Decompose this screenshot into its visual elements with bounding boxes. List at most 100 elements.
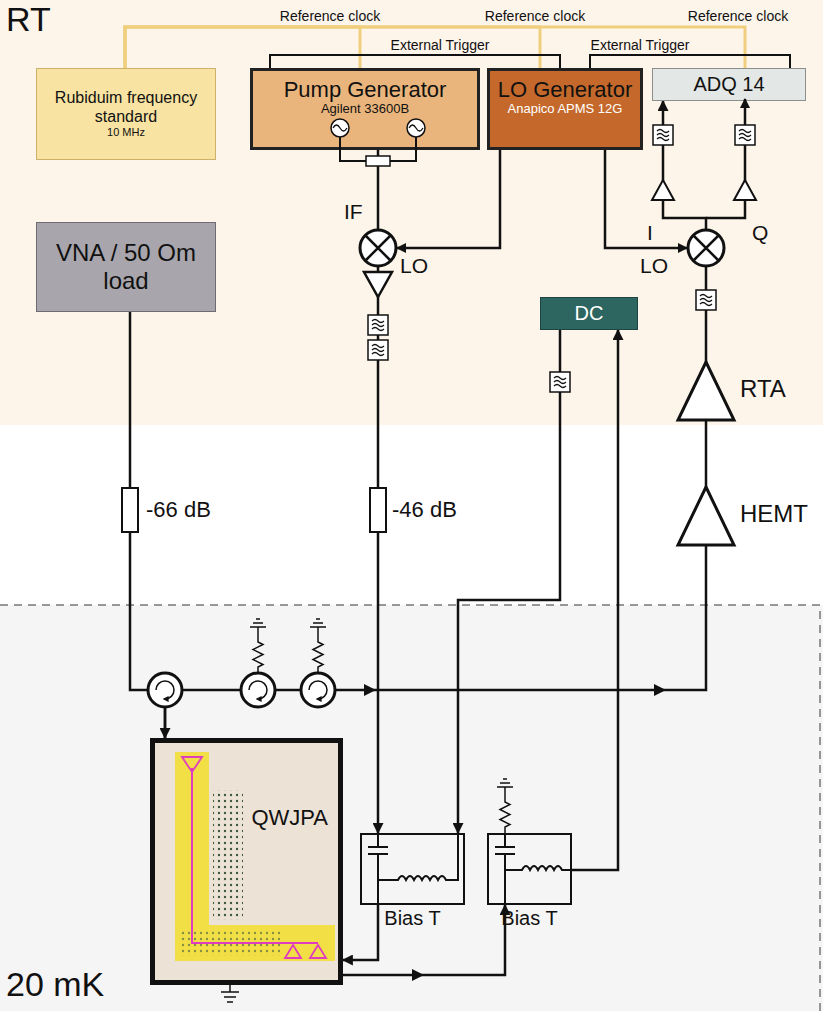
connection-label: External Trigger [391, 37, 490, 53]
direction-arrow [364, 684, 666, 696]
signal-line [125, 27, 360, 68]
sine-source [409, 125, 423, 131]
chip-layout [192, 768, 318, 943]
node-subtitle: Agilent 33600B [321, 102, 409, 117]
node-title: LO Generator [498, 77, 633, 102]
mixer-symbol [693, 235, 719, 261]
sine-source [331, 119, 349, 137]
text-holder: ADQ 14 [693, 73, 764, 96]
edge-label-holder: Reference clock [688, 7, 788, 25]
node-subtitle: 10 MHz [107, 126, 145, 139]
lo-generator-box: LO GeneratorAnapico APMS 12G [487, 68, 643, 150]
label-holder: Q [752, 221, 768, 245]
ground-symbol [221, 992, 239, 1002]
signal-label: I [647, 221, 653, 244]
text-holder: DC [575, 302, 604, 325]
label-holder: RTA [740, 375, 786, 403]
rf-line [165, 101, 706, 738]
text-holder: Bias T [501, 907, 557, 930]
bias-tee-internals [378, 833, 458, 880]
rf-line [572, 330, 618, 870]
pump-generator-box: Pump GeneratorAgilent 33600B [250, 68, 480, 150]
bias-tee-box: Bias T [360, 833, 465, 905]
power-combiner [366, 156, 390, 166]
filter-symbol [735, 125, 755, 145]
region-label: RT [6, 0, 51, 38]
label-holder: IF [344, 200, 363, 224]
connection-label: Reference clock [688, 8, 788, 24]
text-holder: LO Generator [498, 77, 633, 102]
mixer-symbol [360, 230, 396, 266]
signal-label: Q [752, 221, 768, 244]
termination-resistor [313, 635, 323, 673]
attenuator-symbol [370, 488, 386, 532]
termination-resistor [253, 635, 263, 673]
text-holder: 10 MHz [107, 126, 145, 139]
sine-source [333, 125, 347, 131]
digitizer-box: ADQ 14 [652, 68, 806, 101]
attenuation-label: -66 dB [146, 497, 211, 522]
port-label: LO [640, 254, 668, 277]
amplifier-label: RTA [740, 375, 786, 402]
node-title: ADQ 14 [693, 73, 764, 96]
label-holder: HEMT [740, 500, 808, 528]
node-title: QWJPA [251, 805, 328, 830]
rf-line [343, 905, 378, 960]
circulator-symbol [241, 673, 275, 707]
termination-resistor [500, 795, 510, 833]
node-title: Bias T [384, 907, 440, 930]
node-title: VNA / 50 Om load [45, 239, 207, 294]
filter-symbol [368, 340, 388, 360]
frequency-standard-box: Rubiduim frequency standard10 MHz [36, 68, 216, 160]
node-subtitle: Anapico APMS 12G [508, 102, 623, 117]
room-temperature-region [0, 0, 823, 425]
ground-symbol [497, 779, 513, 795]
circulator-symbol [148, 673, 182, 707]
ground-symbol [310, 619, 326, 635]
bias-tee-internals [368, 833, 572, 905]
label-holder: 20 mK [6, 965, 104, 1004]
amplifier-symbol [734, 180, 756, 200]
dc-source-box: DC [540, 297, 638, 330]
sine-source [331, 119, 425, 137]
text-holder: Bias T [384, 907, 440, 930]
node-title: Rubiduim frequency standard [43, 89, 209, 126]
node-title: Pump Generator [284, 77, 447, 102]
connection-label: External Trigger [591, 37, 690, 53]
signal-line [590, 55, 790, 68]
lo-wire [605, 150, 687, 248]
mixer-symbol [688, 230, 724, 266]
text-holder: Pump Generator [284, 77, 447, 102]
text-holder: Agilent 33600B [321, 102, 409, 117]
rf-line [343, 905, 505, 975]
text-holder: Anapico APMS 12G [508, 102, 623, 117]
chip-layout [182, 757, 326, 958]
edge-label-holder: Reference clock [485, 7, 585, 25]
label-holder: -66 dB [146, 497, 211, 522]
port-label: LO [400, 254, 428, 277]
filter-symbol [696, 290, 716, 310]
attenuator-symbol [122, 488, 138, 532]
node-title: Bias T [501, 907, 557, 930]
ground-symbol [229, 985, 231, 992]
filter-symbol [368, 315, 388, 335]
cryostat-region [0, 605, 823, 1011]
vna-box: VNA / 50 Om load [36, 222, 216, 312]
bias-tee-internals [505, 866, 572, 870]
edge-label-holder: External Trigger [391, 36, 490, 54]
circulator-symbol [301, 673, 335, 707]
amplifier-symbol [652, 180, 674, 200]
label-holder: LO [400, 254, 428, 278]
chip-layout [213, 790, 243, 920]
mixer-symbol [688, 230, 724, 266]
amplifier-symbol [364, 272, 392, 297]
ground-symbol [250, 619, 266, 635]
mixer-symbol [365, 235, 391, 261]
chip-layout [175, 752, 335, 961]
rf-line [458, 330, 560, 833]
amplifier-symbol [678, 362, 734, 420]
filter-symbol [653, 125, 673, 145]
cryostat-boundary [0, 605, 820, 1011]
